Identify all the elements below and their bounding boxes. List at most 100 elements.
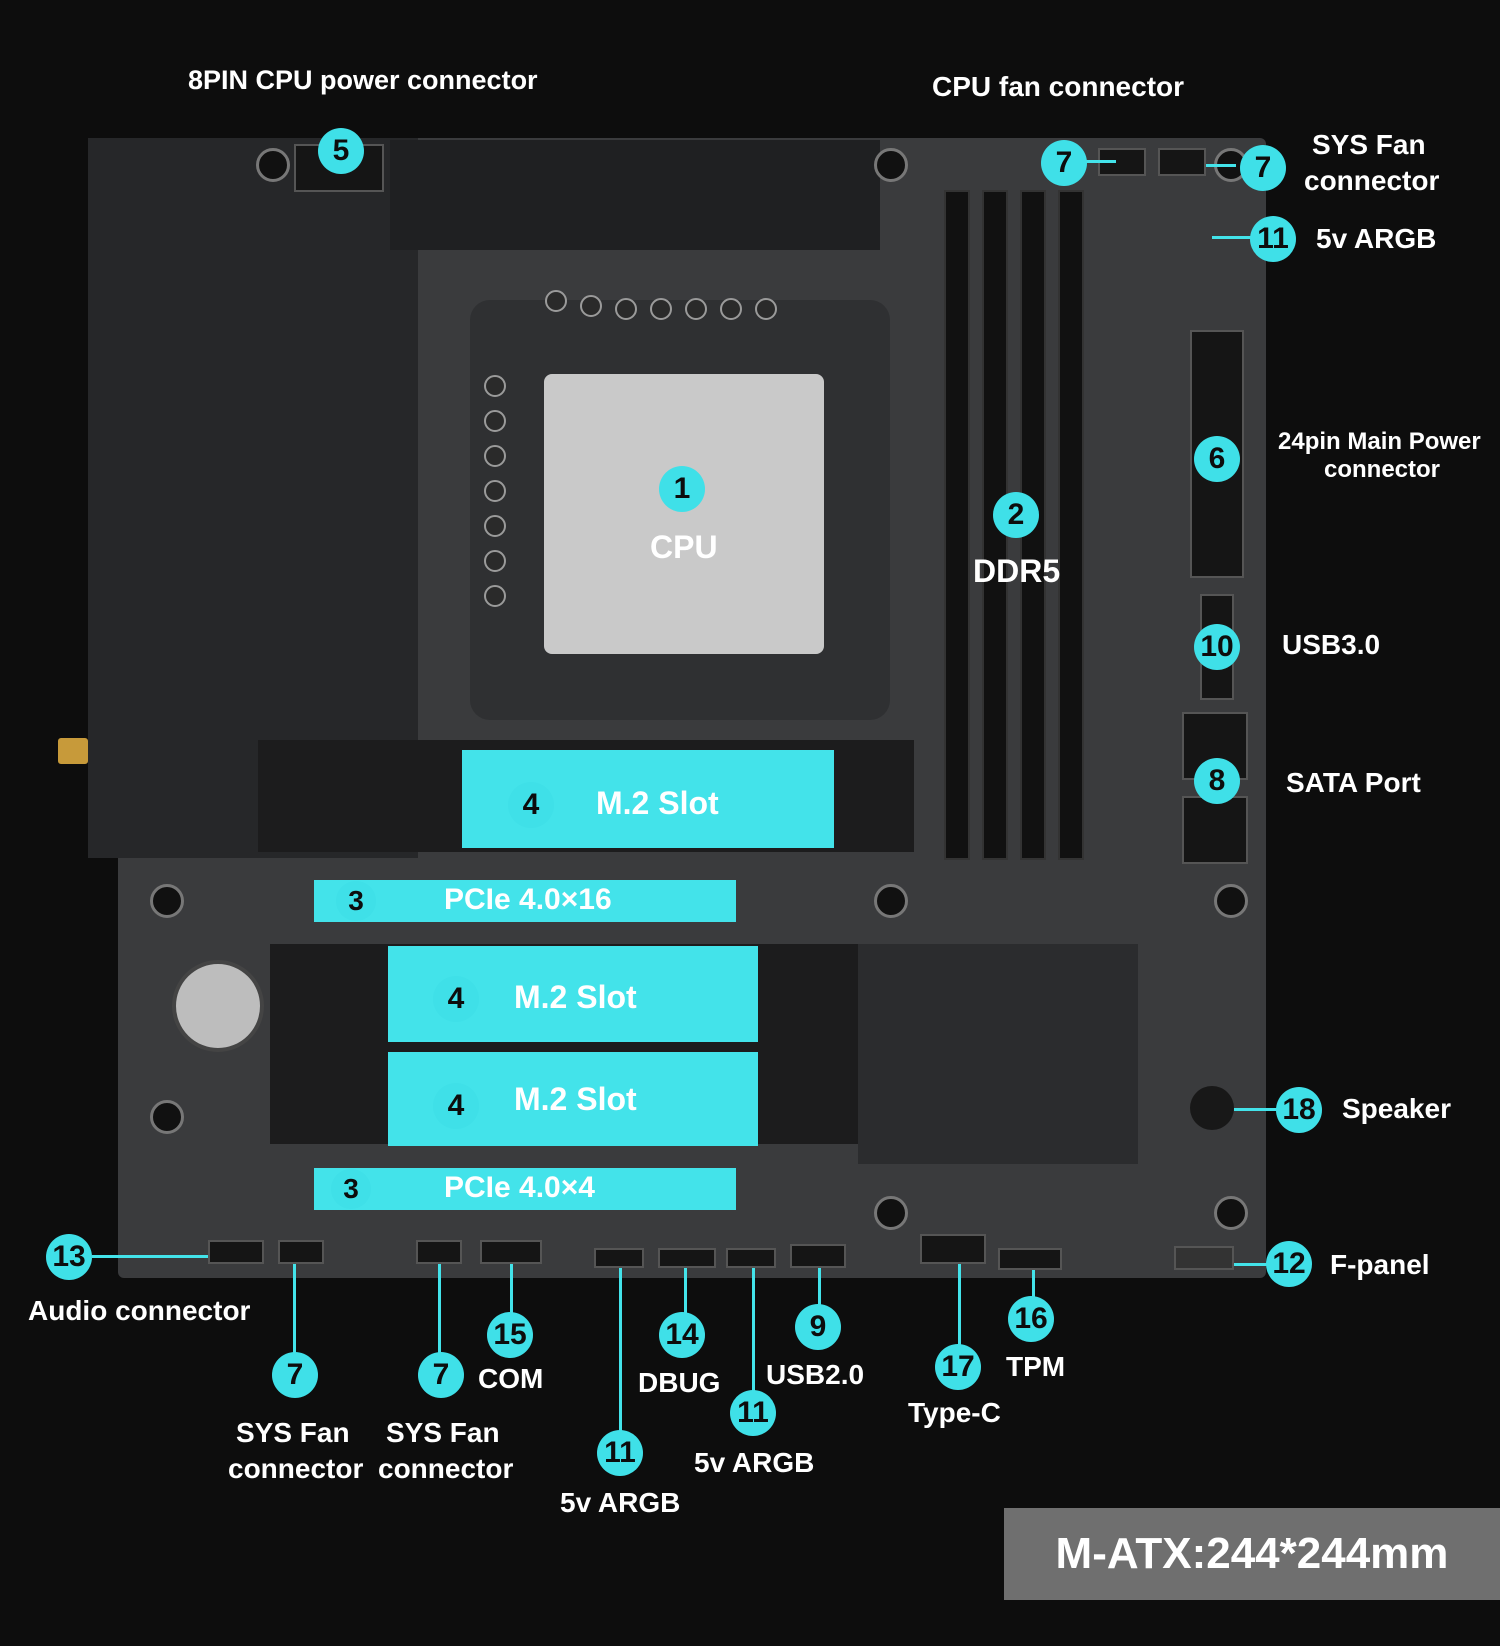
capacitor <box>685 298 707 320</box>
badge-com: 15 <box>487 1312 533 1358</box>
mount-screw <box>1214 884 1248 918</box>
capacitor <box>720 298 742 320</box>
chipset-heatsink <box>858 944 1138 1164</box>
size-tag: M-ATX:244*244mm <box>1004 1508 1500 1600</box>
mount-screw <box>150 884 184 918</box>
label-cpu: CPU <box>650 529 718 565</box>
argb-header-b1 <box>594 1248 644 1268</box>
badge-argb-b2: 11 <box>730 1390 776 1436</box>
leader-line <box>619 1268 622 1444</box>
leader-line <box>1212 236 1252 239</box>
dimm-slot <box>1058 190 1084 860</box>
label-main-power-1: 24pin Main Power <box>1278 428 1481 455</box>
label-sys-fan-b1-2: connector <box>228 1453 364 1484</box>
label-typec: Type-C <box>908 1397 1001 1428</box>
label-argb-b2: 5v ARGB <box>694 1447 815 1478</box>
pcie-x4-slot <box>314 1168 736 1210</box>
capacitor <box>484 480 506 502</box>
capacitor <box>484 410 506 432</box>
sata-port <box>1182 796 1248 864</box>
label-audio: Audio connector <box>28 1295 251 1326</box>
label-sys-fan-tr-2: connector <box>1304 165 1440 196</box>
label-usb3: USB3.0 <box>1282 629 1381 660</box>
label-argb-b1: 5v ARGB <box>560 1487 681 1518</box>
leader-line <box>1086 160 1116 163</box>
badge-sys-fan-b1: 7 <box>272 1352 318 1398</box>
badge-cpu-fan: 7 <box>1041 140 1087 186</box>
dbug-header <box>658 1248 716 1268</box>
vrm-heatsink-left <box>88 138 418 858</box>
label-com: COM <box>478 1363 544 1394</box>
badge-usb2: 9 <box>795 1304 841 1350</box>
typec-header <box>920 1234 986 1264</box>
cpu-heatspreader <box>544 374 824 654</box>
mount-screw <box>874 1196 908 1230</box>
label-dbug: DBUG <box>638 1367 721 1398</box>
capacitor <box>650 298 672 320</box>
leader-line <box>1234 1263 1268 1266</box>
label-cpu-fan: CPU fan connector <box>932 71 1185 102</box>
leader-line <box>510 1264 513 1316</box>
badge-audio: 13 <box>46 1234 92 1280</box>
badge-pcie16: 3 <box>336 881 376 921</box>
leader-line <box>752 1268 755 1406</box>
antenna-connector <box>58 738 88 764</box>
label-sata: SATA Port <box>1286 767 1421 798</box>
badge-ddr5: 2 <box>993 492 1039 538</box>
badge-argb-tr: 11 <box>1250 216 1296 262</box>
mount-screw <box>1214 1196 1248 1230</box>
label-m2-low: M.2 Slot <box>514 1081 637 1117</box>
label-cpu-power: 8PIN CPU power connector <box>188 65 538 95</box>
speaker-buzzer <box>1190 1086 1234 1130</box>
mount-screw <box>874 884 908 918</box>
capacitor <box>580 295 602 317</box>
vrm-heatsink-top <box>390 140 880 250</box>
badge-dbug: 14 <box>659 1312 705 1358</box>
capacitor <box>484 445 506 467</box>
label-sys-fan-b2-2: connector <box>378 1453 514 1484</box>
capacitor <box>755 298 777 320</box>
sys-fan-header-b2 <box>416 1240 462 1264</box>
dimm-slot <box>944 190 970 860</box>
badge-tpm: 16 <box>1008 1296 1054 1342</box>
argb-header-b2 <box>726 1248 776 1268</box>
leader-line <box>293 1264 296 1360</box>
label-sys-fan-b2-1: SYS Fan <box>386 1417 500 1448</box>
audio-header <box>208 1240 264 1264</box>
cmos-battery <box>172 960 264 1052</box>
leader-line <box>1032 1270 1035 1314</box>
leader-line <box>1206 164 1236 167</box>
label-usb2: USB2.0 <box>766 1359 865 1390</box>
label-pcie16: PCIe 4.0×16 <box>444 883 612 916</box>
usb2-header <box>790 1244 846 1268</box>
badge-speaker: 18 <box>1276 1087 1322 1133</box>
capacitor <box>545 290 567 312</box>
capacitor <box>615 298 637 320</box>
label-tpm: TPM <box>1006 1351 1066 1382</box>
badge-m2-top: 4 <box>508 782 554 828</box>
sys-fan-header-top <box>1158 148 1206 176</box>
leader-line <box>438 1264 441 1360</box>
badge-main-power: 6 <box>1194 436 1240 482</box>
label-pcie4: PCIe 4.0×4 <box>444 1171 595 1204</box>
leader-line <box>684 1268 687 1316</box>
badge-pcie4: 3 <box>331 1169 371 1209</box>
capacitor <box>484 375 506 397</box>
capacitor <box>484 585 506 607</box>
badge-fpanel: 12 <box>1266 1241 1312 1287</box>
pcie-x16-slot <box>314 880 736 922</box>
badge-sys-fan-b2: 7 <box>418 1352 464 1398</box>
capacitor <box>484 550 506 572</box>
badge-cpu: 1 <box>659 466 705 512</box>
badge-m2-low: 4 <box>433 1083 479 1129</box>
mount-screw <box>256 148 290 182</box>
label-m2-mid: M.2 Slot <box>514 979 637 1015</box>
badge-sata: 8 <box>1194 758 1240 804</box>
label-argb-tr: 5v ARGB <box>1316 223 1437 254</box>
sys-fan-header-b1 <box>278 1240 324 1264</box>
leader-line <box>958 1264 961 1352</box>
capacitor <box>484 515 506 537</box>
mount-screw <box>150 1100 184 1134</box>
tpm-header <box>998 1248 1062 1270</box>
badge-m2-mid: 4 <box>433 976 479 1022</box>
